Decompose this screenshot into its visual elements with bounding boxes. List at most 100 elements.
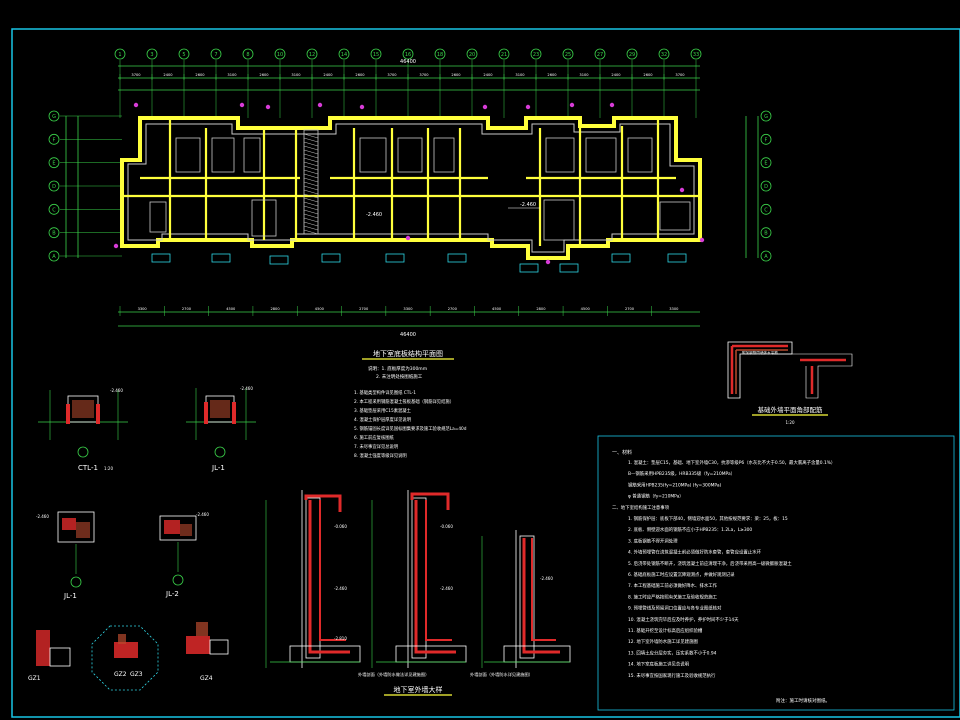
detail-label-jl-2: JL-2 [165,590,179,598]
spec-note-line: 6. 基础底板施工时应设置沉降观测点，并做好观测记录 [628,571,735,578]
dim-text-top: 3100 [515,73,525,77]
dim-text-bottom: 4500 [581,307,591,311]
axis-bubble-top [338,48,350,60]
hatch-line [303,137,319,143]
dim-text-top: 3100 [227,73,237,77]
axis-label-right: F [765,137,768,143]
detail-label-gz1: GZ1 [28,675,41,682]
axis-label-left: F [53,137,56,143]
spec-note-line: 1. 钢筋保护层：底板下部40，侧墙迎水面50，其他按规范要求：梁：25，板：1… [628,515,788,522]
dim-text-bottom: 3300 [669,307,679,311]
axis-bubble-right [760,250,772,262]
hatch-line [303,153,319,159]
axis-bubble-right [760,203,772,215]
axis-label-top: 14 [341,52,347,58]
dim-text-bottom: 2700 [625,307,635,311]
spec-note-line: 3. 底板钢筋不得开洞处理 [628,537,678,544]
axis-bubble-top [594,48,606,60]
detail-label-gz4: GZ4 [200,675,213,682]
plan-total-bottom: 46400 [400,332,416,338]
spec-note-line: 14. 地下室底板施工详见总说明 [628,661,690,668]
axis-bubble-top [498,48,510,60]
dim-text-top: 2600 [195,73,205,77]
axis-label-top: 18 [437,52,443,58]
axis-label-top: 33 [693,52,699,58]
axis-bubble-top [210,48,222,60]
plan-note-1: 说明：1. 底板厚度为300mm [368,365,427,372]
axis-bubble-top [530,48,542,60]
axis-label-top: 32 [661,52,667,58]
hatch-line [303,161,319,167]
axis-bubble-left [48,157,60,169]
spec-note-line: φ 普通钢筋（fy=210MPa） [628,493,684,500]
detail-jl-1a: JL-1 -2.460 [186,386,256,472]
detail-jl-1b: JL-1 -2.460 [36,511,95,600]
hatch-line [303,221,319,227]
detail-label-ctl-1: CTL-1 [78,464,98,472]
hatch-line [303,145,319,151]
axis-bubble-top [114,48,126,60]
spec-note-line: 4. 外墙预埋管在浇筑混凝土前必须做好防水套管，套管应设置止水环 [628,549,762,556]
dim-text-top: 3700 [131,73,141,77]
detail-gz2-gz3: GZ2 GZ3 [91,625,159,691]
dim-text-bottom: 3300 [403,307,413,311]
axis-label-right: A [764,254,768,260]
general-notes: 1. 基础类型构件详见图纸 CTL-1 2. 本工程采用钢筋混凝土筏板基础（钢筋详… [354,389,467,459]
axis-label-top: 21 [501,52,507,58]
detail-ctl-1: CTL-1 1:20 -2.460 [38,388,128,472]
axis-bubble-right [760,180,772,192]
axis-bubble-top [178,48,190,60]
hatch-line [303,217,319,223]
axis-bubble-top [690,48,702,60]
axis-bubble-top [434,48,446,60]
axis-bubble-left [48,250,60,262]
hatch-line [303,225,319,231]
rebar-corner-detail: 附加钢筋同墙体水平筋 基础外墙平面角部配筋 1:20 [727,341,853,425]
dim-text-top: 2600 [643,73,653,77]
axis-bubble-top [306,48,318,60]
axis-bubble-top [274,48,286,60]
dim-text-bottom: 4500 [492,307,502,311]
wall-sections: -0.060 -2.460 -2.810 -0.060 -2.460 [265,490,571,696]
hatch-line [303,189,319,195]
drawing-frame [11,28,960,718]
axis-label-top: 10 [277,52,283,58]
axis-bubble-top [146,48,158,60]
axis-bubble-left [48,203,60,215]
spec-notes-title: 一、材料 [612,449,632,456]
hatch-line [303,201,319,207]
dim-text-bottom: 2800 [270,307,280,311]
hatch-line [303,141,319,147]
spec-note-line: 7. 本工程基础施工前必须做好降水、排水工作 [628,582,718,589]
dim-text-top: 2600 [547,73,557,77]
spec-note-line: B—钢筋采用HPB235级，HRB335级（fy=210MPa） [628,470,735,477]
axis-label-left: E [52,161,55,167]
axis-label-right: D [764,184,768,190]
dim-text-top: 3100 [291,73,301,77]
spec-note-line: 15. 未尽事宜按国家现行施工及验收规范执行 [628,672,716,679]
axis-label-right: C [764,207,768,213]
plan-note-2: 2. 未注明处按图纸施工 [376,373,423,380]
axis-bubble-top [626,48,638,60]
sections-title: 地下室外墙大样 [394,685,443,694]
dim-text-bottom: 3300 [138,307,148,311]
general-note-line: 2. 本工程采用钢筋混凝土筏板基础（钢筋详见结施） [354,398,454,405]
detail-elev-jl-1a: -2.460 [240,386,253,391]
rebar-detail-scale: 1:20 [786,420,795,425]
axis-label-top: 3 [150,52,153,58]
general-note-line: 3. 基础垫层采用C15素混凝土 [354,407,412,414]
spec-notes-border [597,435,955,711]
wall-section-2: -0.060 -2.460 [371,490,467,668]
section3-elev: -2.460 [540,576,553,581]
interior-walls [122,118,700,246]
hatch-line [303,185,319,191]
wall-section-1: -0.060 -2.460 -2.810 [265,490,361,668]
axis-label-right: B [764,231,768,237]
axis-label-top: 23 [533,52,539,58]
dim-text-top: 3100 [579,73,589,77]
general-note-line: 8. 混凝土强度等级详见说明 [354,452,407,459]
general-note-line: 1. 基础类型构件详见图纸 CTL-1 [354,389,416,396]
